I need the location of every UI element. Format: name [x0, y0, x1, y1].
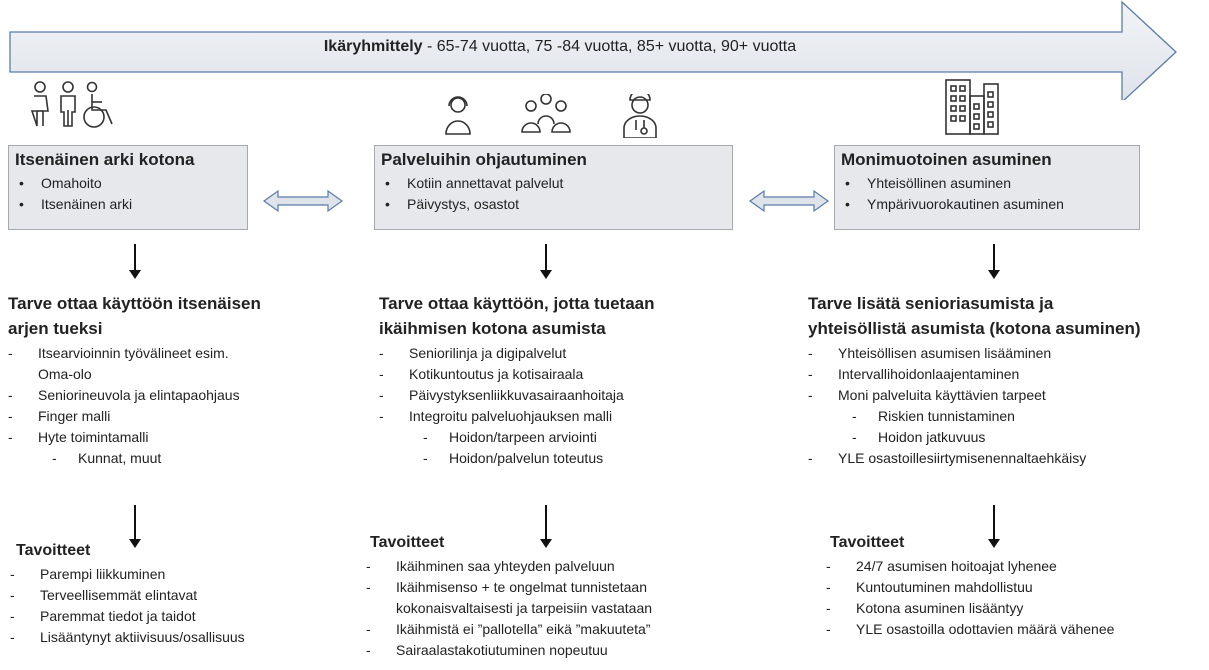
- goals-list: Parempi liikkuminenTerveellisemmät elint…: [10, 564, 346, 648]
- list-item: Terveellisemmät elintavat: [10, 585, 346, 606]
- list-item: YLE osastoillesiirtymisenennaltaehkäisy: [808, 448, 1208, 469]
- list-item: Seniorilinja ja digipalvelut: [379, 343, 739, 364]
- double-arrow-left: [262, 189, 344, 213]
- banner-title: Ikäryhmittely: [323, 38, 423, 55]
- box-independent-living: Itsenäinen arki kotona Omahoito Itsenäin…: [8, 145, 248, 230]
- list-item: Hoidon/tarpeen arviointi: [379, 427, 739, 448]
- down-arrow: [129, 505, 141, 548]
- box-services-guidance: Palveluihin ohjautuminen Kotiin annettav…: [374, 145, 733, 230]
- needs-column-1: Tarve ottaa käyttöön itsenäisen arjen tu…: [8, 291, 338, 469]
- man-icon: [60, 81, 76, 127]
- list-item: Seniorineuvola ja elintapaohjaus: [8, 385, 338, 406]
- list-item: Sairaalastakotiutuminen nopeutuu: [366, 640, 750, 661]
- down-arrow: [988, 244, 1000, 279]
- goals-heading: Tavoitteet: [370, 534, 445, 551]
- box-item: Ympärivuorokautinen asuminen: [841, 194, 1139, 215]
- box-item: Omahoito: [15, 173, 247, 194]
- list-item: Paremmat tiedot ja taidot: [10, 606, 346, 627]
- box-item: Päivystys, osastot: [381, 194, 732, 215]
- needs-heading-line: yhteisöllistä asumista (kotona asuminen): [808, 319, 1141, 338]
- list-item: Kotikuntoutus ja kotisairaala: [379, 364, 739, 385]
- list-item: Itsearvioinnin työvälineet esim.: [8, 343, 338, 364]
- needs-heading-line: Tarve ottaa käyttöön itsenäisen: [8, 294, 261, 313]
- goals-list: 24/7 asumisen hoitoajat lyheneeKuntoutum…: [826, 556, 1208, 640]
- needs-list: Seniorilinja ja digipalvelutKotikuntoutu…: [379, 343, 739, 469]
- buildings-icon: [945, 79, 999, 135]
- goals-heading: Tavoitteet: [830, 534, 905, 551]
- group-icon: [521, 94, 571, 133]
- list-item: Integroitu palveluohjauksen malli: [379, 406, 739, 427]
- list-item: Finger malli: [8, 406, 338, 427]
- goals-column-1: Tavoitteet Parempi liikkuminenTerveellis…: [10, 540, 346, 648]
- right-icons: [945, 79, 999, 135]
- list-item: Yhteisöllisen asumisen lisääminen: [808, 343, 1208, 364]
- down-arrow: [129, 244, 141, 279]
- list-item: Parempi liikkuminen: [10, 564, 346, 585]
- left-icons: [30, 81, 113, 128]
- list-item: Oma-olo: [38, 366, 92, 382]
- list-item: Päivystyksenliikkuvasairaanhoitaja: [379, 385, 739, 406]
- box-title: Palveluihin ohjautuminen: [381, 150, 587, 169]
- list-item: Hoidon/palvelun toteutus: [379, 448, 739, 469]
- needs-list: Yhteisöllisen asumisen lisääminenInterva…: [808, 343, 1208, 469]
- list-item: kokonaisvaltaisesti ja tarpeisiin vastat…: [396, 600, 653, 616]
- list-item: Moni palveluita käyttävien tarpeet: [808, 385, 1208, 406]
- down-arrow: [540, 244, 552, 279]
- headset-person-icon: [445, 96, 471, 135]
- list-item: Kotona asuminen lisääntyy: [826, 598, 1208, 619]
- woman-icon: [30, 81, 49, 127]
- needs-list: Itsearvioinnin työvälineet esim. Oma-oloS…: [8, 343, 338, 469]
- box-title: Monimuotoinen asuminen: [841, 150, 1052, 169]
- list-item: Lisääntynyt aktiivisuus/osallisuus: [10, 627, 346, 648]
- list-item: Ikäihmisenso + te ongelmat tunnistetaan: [366, 577, 750, 598]
- doctor-icon: [623, 94, 657, 138]
- box-item: Kotiin annettavat palvelut: [381, 173, 732, 194]
- needs-heading-line: ikäihmisen kotona asumista: [379, 319, 606, 338]
- list-item: Riskien tunnistaminen: [808, 406, 1208, 427]
- goals-column-3: Tavoitteet 24/7 asumisen hoitoajat lyhen…: [826, 532, 1208, 640]
- list-item: Hoidon jatkuvuus: [808, 427, 1208, 448]
- box-diverse-housing: Monimuotoinen asuminen Yhteisöllinen asu…: [834, 145, 1140, 230]
- needs-heading-line: Tarve lisätä senioriasumista ja: [808, 294, 1054, 313]
- needs-heading: Tarve ottaa käyttöön, jotta tuetaan ikäi…: [379, 291, 739, 341]
- list-item: Hyte toimintamalli: [8, 427, 338, 448]
- list-item: Kunnat, muut: [8, 448, 338, 469]
- age-group-banner-arrow: [9, 0, 1177, 100]
- list-item: Intervallihoidonlaajentaminen: [808, 364, 1208, 385]
- goals-column-2: Tavoitteet Ikäihminen saa yhteyden palve…: [366, 532, 750, 661]
- needs-heading-line: arjen tueksi: [8, 319, 103, 338]
- wheelchair-icon: [83, 81, 113, 128]
- down-arrow: [988, 505, 1000, 548]
- list-item: Kuntoutuminen mahdollistuu: [826, 577, 1208, 598]
- box-item: Yhteisöllinen asuminen: [841, 173, 1139, 194]
- middle-icons: [445, 94, 657, 138]
- box-title: Itsenäinen arki kotona: [15, 150, 195, 169]
- goals-heading: Tavoitteet: [16, 542, 91, 559]
- needs-heading-line: Tarve ottaa käyttöön, jotta tuetaan: [379, 294, 655, 313]
- needs-column-2: Tarve ottaa käyttöön, jotta tuetaan ikäi…: [379, 291, 739, 469]
- down-arrow: [540, 505, 552, 548]
- double-arrow-right: [748, 189, 830, 213]
- list-item: 24/7 asumisen hoitoajat lyhenee: [826, 556, 1208, 577]
- list-item: YLE osastoilla odottavien määrä vähenee: [826, 619, 1208, 640]
- box-item: Itsenäinen arki: [15, 194, 247, 215]
- needs-heading: Tarve lisätä senioriasumista ja yhteisöl…: [808, 291, 1208, 341]
- banner-age-ranges: - 65-74 vuotta, 75 -84 vuotta, 85+ vuott…: [422, 38, 797, 55]
- list-item: Ikäihmistä ei ”pallotella” eikä ”makuute…: [366, 619, 750, 640]
- needs-heading: Tarve ottaa käyttöön itsenäisen arjen tu…: [8, 291, 338, 341]
- needs-column-3: Tarve lisätä senioriasumista ja yhteisöl…: [808, 291, 1208, 469]
- age-group-banner: Ikäryhmittely - 65-74 vuotta, 75 -84 vuo…: [0, 38, 1120, 56]
- goals-list: Ikäihminen saa yhteyden palveluunIkäihmi…: [366, 556, 750, 661]
- list-item: Ikäihminen saa yhteyden palveluun: [366, 556, 750, 577]
